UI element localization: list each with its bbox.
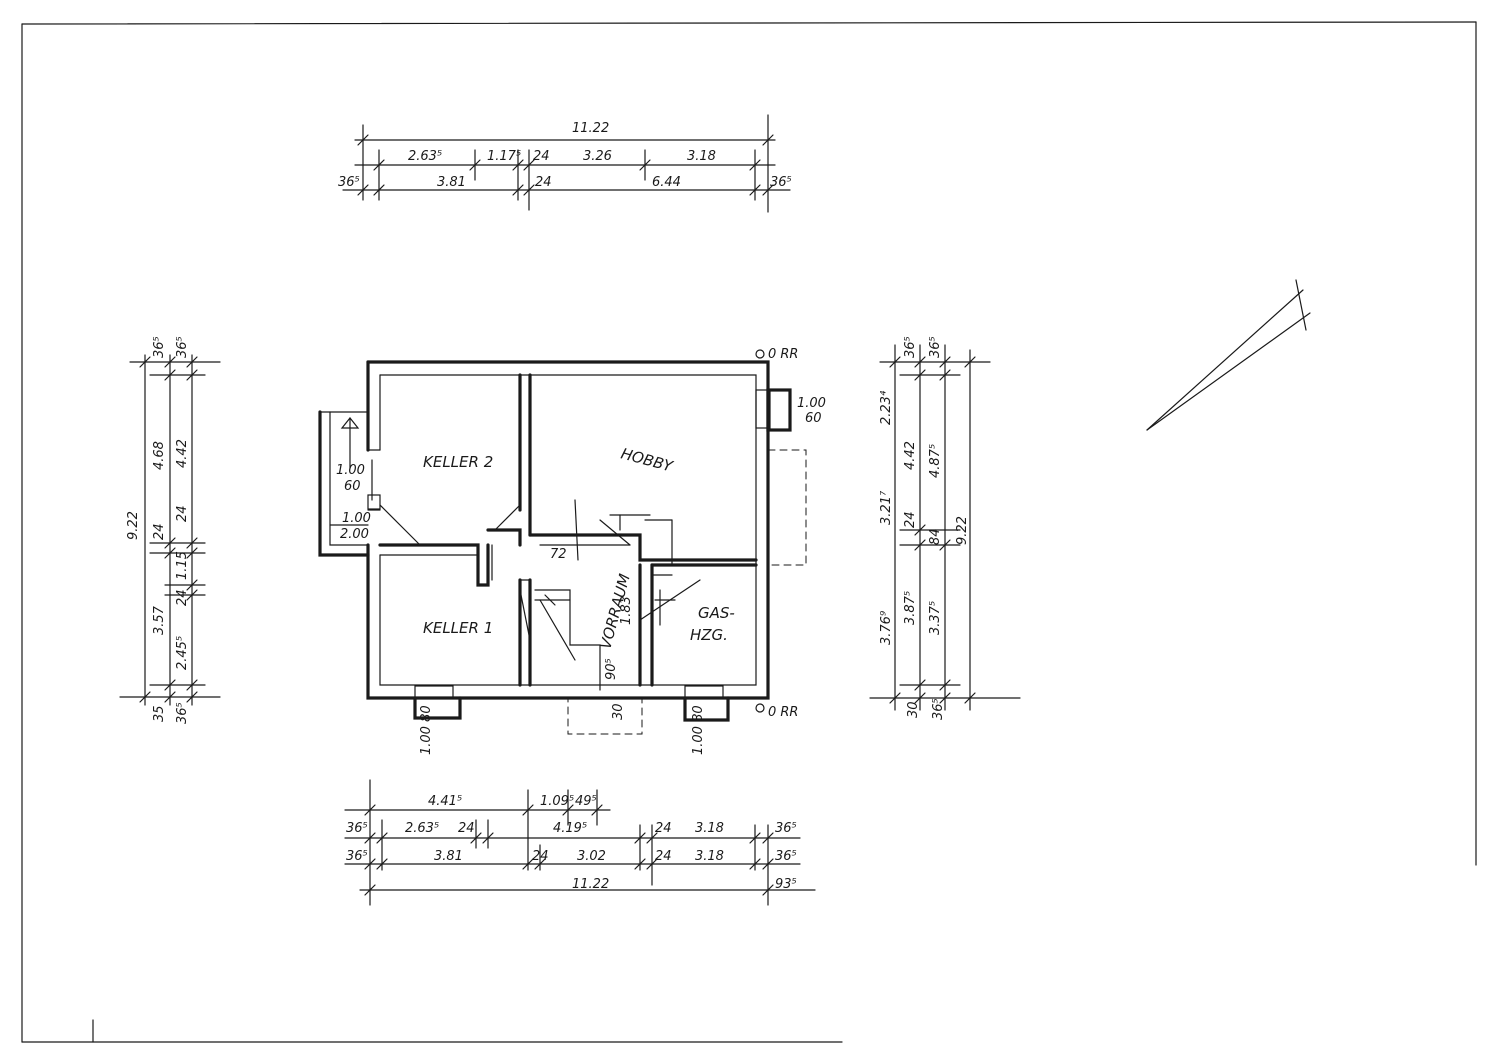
- bottom-dim-1: 4.41⁵: [428, 794, 462, 809]
- bottom-extra-dim: 93⁵: [775, 877, 797, 892]
- window-dim-5: 1.00: [797, 396, 826, 411]
- right-dim-10: 36⁵: [928, 336, 943, 358]
- bottom-dim-14: 3.02: [577, 849, 606, 864]
- window-dim-2: 60: [344, 479, 361, 494]
- level-marker-top-icon: [755, 349, 765, 359]
- right-dim-9: 36⁵: [931, 698, 946, 720]
- window-dim-7: 1.00 80: [419, 705, 434, 755]
- top-dim-3: 24: [533, 149, 550, 164]
- top-dim-2: 1.17⁵: [487, 149, 521, 164]
- right-dim-13: 3.37⁵: [928, 601, 943, 635]
- left-dim-12: 36⁵: [175, 702, 190, 724]
- window-dim-3: 1.00: [342, 511, 371, 526]
- bottom-dim-11: 36⁵: [346, 849, 368, 864]
- top-dimension-chain: 11.22 2.63⁵ 1.17⁵ 24 3.26 3.18 36⁵ 3.81 …: [338, 114, 792, 213]
- bottom-dim-5: 2.63⁵: [405, 821, 439, 836]
- bottom-dim-13: 24: [532, 849, 549, 864]
- bottom-dim-12: 3.81: [434, 849, 463, 864]
- stair-icon: [534, 499, 676, 691]
- north-arrow-icon: [1146, 279, 1311, 431]
- top-dim-8: 24: [535, 175, 552, 190]
- right-dim-4: 30: [906, 701, 921, 718]
- left-dim-4: 3.57: [152, 605, 167, 635]
- right-dim-1: 2.23⁴: [879, 390, 894, 425]
- bottom-dim-9: 3.18: [695, 821, 724, 836]
- level-top-label: 0 RR: [768, 347, 798, 362]
- window-dim-4: 2.00: [340, 527, 369, 542]
- left-dim-11: 2.45⁵: [175, 636, 190, 670]
- top-dim-1: 2.63⁵: [408, 149, 442, 164]
- right-dim-6: 4.42: [903, 441, 918, 470]
- left-dim-1: 36⁵: [152, 336, 167, 358]
- left-dim-2: 4.68: [152, 441, 167, 470]
- top-dim-7: 3.81: [437, 175, 466, 190]
- top-dim-6: 36⁵: [338, 175, 360, 190]
- small-dim-2: 72: [550, 547, 567, 562]
- right-dim-12: 84: [928, 528, 943, 545]
- right-dim-3: 3.76⁹: [879, 611, 894, 645]
- entrance-outline: [567, 697, 643, 735]
- bottom-dim-10: 36⁵: [775, 821, 797, 836]
- left-dim-9: 1.15: [175, 551, 190, 580]
- level-bottom-label: 0 RR: [768, 705, 798, 720]
- left-dim-6: 36⁵: [175, 336, 190, 358]
- top-dim-9: 6.44: [652, 175, 681, 190]
- right-dim-11: 4.87⁵: [928, 444, 943, 478]
- left-dim-7: 4.42: [175, 439, 190, 468]
- right-dim-2: 3.21⁷: [879, 490, 894, 525]
- left-dimension-chain: 9.22 36⁵ 4.68 24 3.57 35 36⁵ 4.42 24 1.1…: [119, 336, 221, 724]
- bottom-dim-7: 4.19⁵: [553, 821, 587, 836]
- left-dim-5: 35: [152, 705, 167, 722]
- bottom-total-dim: 11.22: [572, 877, 609, 892]
- right-dim-5: 36⁵: [903, 336, 918, 358]
- terrace-outline: [767, 449, 807, 566]
- room-label-gas: GAS-: [698, 604, 735, 622]
- left-dim-3: 24: [152, 523, 167, 540]
- small-dim-1: 30: [611, 703, 626, 720]
- window-dim-8: 1.00 80: [691, 705, 706, 755]
- bottom-dim-2: 1.09⁵: [540, 794, 574, 809]
- level-marker-bottom-icon: [755, 703, 765, 713]
- door-dim: 90⁵: [604, 658, 619, 680]
- room-label-hzg: HZG.: [690, 626, 728, 644]
- bottom-dim-3: 49⁵: [575, 794, 597, 809]
- bottom-dim-6: 24: [458, 821, 475, 836]
- left-total-dim: 9.22: [126, 511, 141, 540]
- left-dim-10: 24: [175, 589, 190, 606]
- top-dim-5: 3.18: [687, 149, 716, 164]
- bottom-dim-8: 24: [655, 821, 672, 836]
- room-label-keller1: KELLER 1: [423, 619, 493, 637]
- right-dim-8: 3.87⁵: [903, 591, 918, 625]
- stair-dim: 1.83: [619, 596, 634, 625]
- bottom-dim-4: 36⁵: [346, 821, 368, 836]
- window-dim-1: 1.00: [336, 463, 365, 478]
- right-dimension-chain: 2.23⁴ 3.21⁷ 3.76⁹ 30 36⁵ 4.42 24 3.87⁵ 3…: [869, 336, 1021, 720]
- top-dim-4: 3.26: [583, 149, 612, 164]
- bottom-dimension-chain: 4.41⁵ 1.09⁵ 49⁵ 36⁵ 2.63⁵ 24 4.19⁵ 24 3.…: [344, 779, 816, 906]
- bottom-light-well-right: [683, 685, 730, 722]
- top-dim-10: 36⁵: [770, 175, 792, 190]
- bottom-light-well-left: [413, 685, 462, 720]
- left-dim-8: 24: [175, 505, 190, 522]
- window-right: [755, 388, 792, 432]
- building-walls: [318, 360, 770, 700]
- bottom-dim-15: 24: [655, 849, 672, 864]
- bottom-dim-17: 36⁵: [775, 849, 797, 864]
- top-total-dim: 11.22: [572, 121, 609, 136]
- sheet-border: [21, 21, 1477, 1043]
- bottom-dim-16: 3.18: [695, 849, 724, 864]
- room-label-hobby: HOBBY: [619, 444, 676, 475]
- room-label-keller2: KELLER 2: [423, 453, 493, 471]
- window-dim-6: 60: [805, 411, 822, 426]
- right-dim-7: 24: [903, 511, 918, 528]
- right-total-dim: 9.22: [955, 516, 970, 545]
